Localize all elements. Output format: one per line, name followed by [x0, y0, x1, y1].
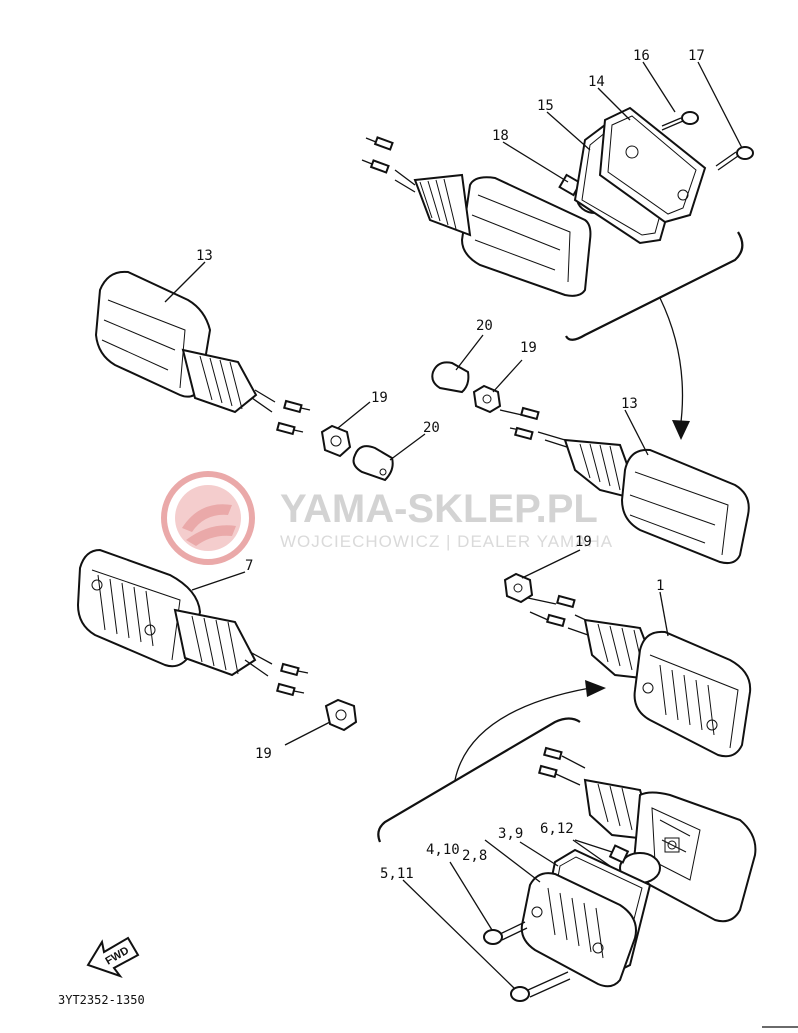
watermark: YAMA-SKLEP.PL WOJCIECHOWICZ | DEALER YAM… [161, 471, 613, 565]
callout-6-12: 6,12 [540, 821, 574, 837]
rear-right-turn-signal [361, 106, 754, 297]
callout-4-10: 4,10 [426, 842, 460, 858]
watermark-logo-icon [161, 471, 255, 565]
grommet-20-left-icon [352, 445, 394, 482]
front-turn-signal-7 [76, 548, 309, 697]
callout-7: 7 [245, 558, 253, 574]
screw-16-icon [661, 111, 699, 131]
callout-15: 15 [537, 98, 554, 114]
grommet-20-right-icon [431, 361, 470, 394]
screw-5-11-icon [510, 971, 571, 1002]
callout-13-left: 13 [196, 248, 213, 264]
callout-19-lower-left: 19 [255, 746, 272, 762]
nut-19-right-icon [472, 384, 502, 414]
callout-labels: 16 17 14 15 18 13 20 19 13 19 20 19 7 1 … [196, 48, 705, 882]
fwd-arrow-icon: FWD [86, 936, 140, 979]
rear-left-turn-signal-13 [499, 406, 750, 565]
screw-4-10-icon [483, 921, 528, 945]
callout-20-left: 20 [423, 420, 440, 436]
callout-1: 1 [656, 578, 664, 594]
nut-19-lower-right-icon [503, 572, 534, 604]
callout-20-right: 20 [476, 318, 493, 334]
callout-2-8: 2,8 [462, 848, 487, 864]
callout-19-right: 19 [520, 340, 537, 356]
callout-19-left: 19 [371, 390, 388, 406]
lens-2-8 [520, 872, 637, 988]
screw-17-icon [715, 146, 754, 171]
callout-14: 14 [588, 74, 605, 90]
callout-3-9: 3,9 [498, 826, 523, 842]
callout-5-11: 5,11 [380, 866, 414, 882]
watermark-subtitle: WOJCIECHOWICZ | DEALER YAMAHA [280, 532, 613, 551]
callout-13-right: 13 [621, 396, 638, 412]
callout-18: 18 [492, 128, 509, 144]
watermark-brand: YAMA-SKLEP.PL [280, 487, 598, 531]
callout-16: 16 [633, 48, 650, 64]
front-right-exploded-assembly [538, 746, 757, 923]
nut-19-left-icon [320, 424, 352, 458]
callout-17: 17 [688, 48, 705, 64]
front-turn-signal-1 [527, 594, 752, 758]
front-left-turn-signal-13 [94, 270, 311, 436]
drawing-code: 3YT2352-1350 [58, 993, 145, 1007]
nut-19-lower-left-icon [324, 698, 358, 732]
callout-19-lower-right: 19 [575, 534, 592, 550]
